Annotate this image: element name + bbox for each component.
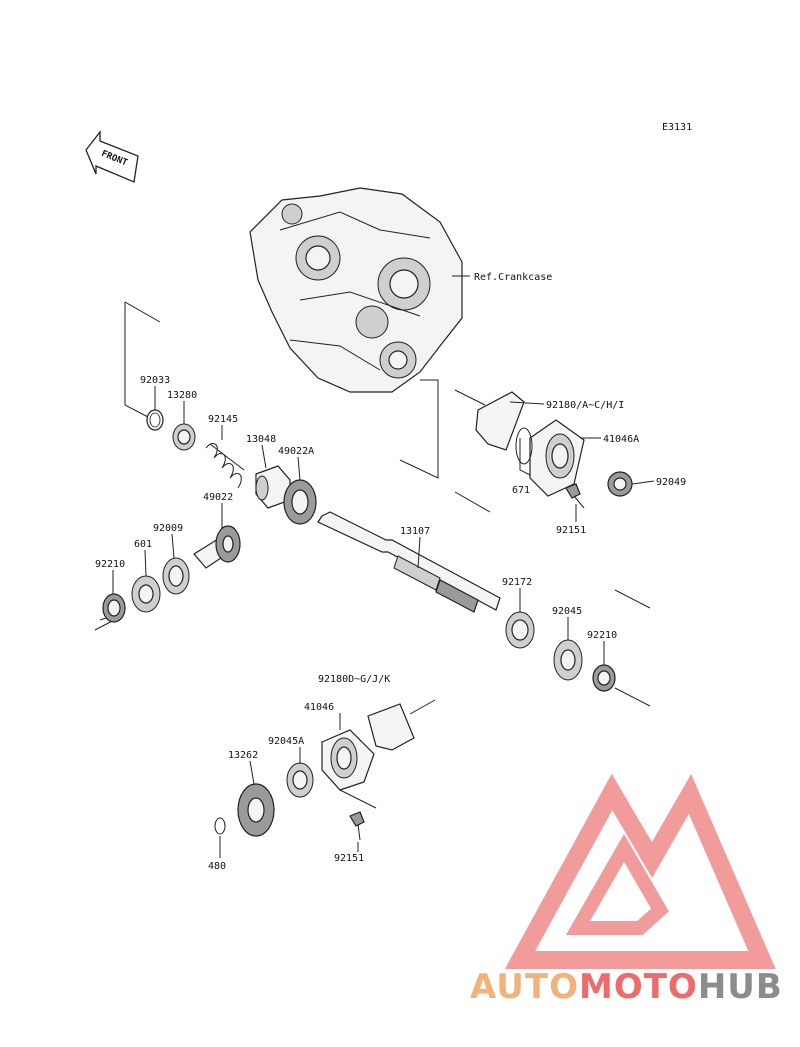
label-92172: 92172 [502, 577, 532, 588]
bolt-92151-upper [565, 483, 585, 509]
label-92151-lower: 92151 [334, 853, 364, 864]
o-ring-671 [515, 427, 533, 465]
bearing-13280 [172, 423, 196, 451]
seal-92049 [607, 471, 633, 497]
spring-92145 [205, 443, 245, 489]
gear-13262 [237, 783, 275, 837]
label-41046A: 41046A [603, 434, 639, 445]
bearing-92009 [162, 557, 190, 595]
gear-49022 [193, 525, 241, 569]
label-92180D-g-j-k: 92180D~G/J/K [318, 674, 390, 685]
label-13107: 13107 [400, 526, 430, 537]
label-92045: 92045 [552, 606, 582, 617]
logo-text-moto: MOTO [579, 967, 698, 1007]
crankcase-drawing [249, 187, 470, 393]
automotohub-logo: AUTOMOTOHUB [470, 773, 783, 1007]
coupling-13048 [255, 465, 291, 509]
label-92210-right: 92210 [587, 630, 617, 641]
logo-text-auto: AUTO [470, 967, 579, 1007]
label-480: 480 [208, 861, 226, 872]
label-92145: 92145 [208, 414, 238, 425]
bearing-92045A [286, 762, 314, 798]
seal-92210-right [592, 664, 616, 692]
label-601: 601 [134, 539, 152, 550]
label-92049: 92049 [656, 477, 686, 488]
label-92210-left: 92210 [95, 559, 125, 570]
housing-41046A [529, 419, 585, 497]
label-13262: 13262 [228, 750, 258, 761]
ref-crankcase-label: Ref.Crankcase [474, 272, 552, 283]
label-13048: 13048 [246, 434, 276, 445]
diagram-code: E3131 [662, 122, 692, 133]
bearing-92172 [505, 611, 535, 649]
label-92180-a-c-h-i: 92180/A~C/H/I [546, 400, 624, 411]
label-92045A: 92045A [268, 736, 304, 747]
bearing-92045 [553, 639, 583, 681]
logo-text-hub: HUB [698, 967, 783, 1007]
circlip-480 [214, 817, 226, 835]
label-92151-upper: 92151 [556, 525, 586, 536]
label-92033: 92033 [140, 375, 170, 386]
label-41046: 41046 [304, 702, 334, 713]
gasket-92180D [367, 703, 415, 751]
front-arrow-icon: FRONT [85, 130, 139, 183]
label-leaders [112, 386, 655, 858]
seal-92210-left [102, 593, 126, 623]
label-49022: 49022 [203, 492, 233, 503]
label-49022A: 49022A [278, 446, 314, 457]
bearing-601 [131, 575, 161, 613]
label-671: 671 [512, 485, 530, 496]
snap-ring-92033 [146, 409, 164, 431]
bolt-92151-lower [349, 811, 365, 841]
gear-49022A [283, 479, 317, 525]
output-shaft-drawing [317, 511, 501, 613]
label-92009: 92009 [153, 523, 183, 534]
gasket-92180 [475, 391, 525, 451]
housing-41046 [321, 729, 375, 791]
label-13280: 13280 [167, 390, 197, 401]
logo-text: AUTOMOTOHUB [470, 967, 783, 1007]
